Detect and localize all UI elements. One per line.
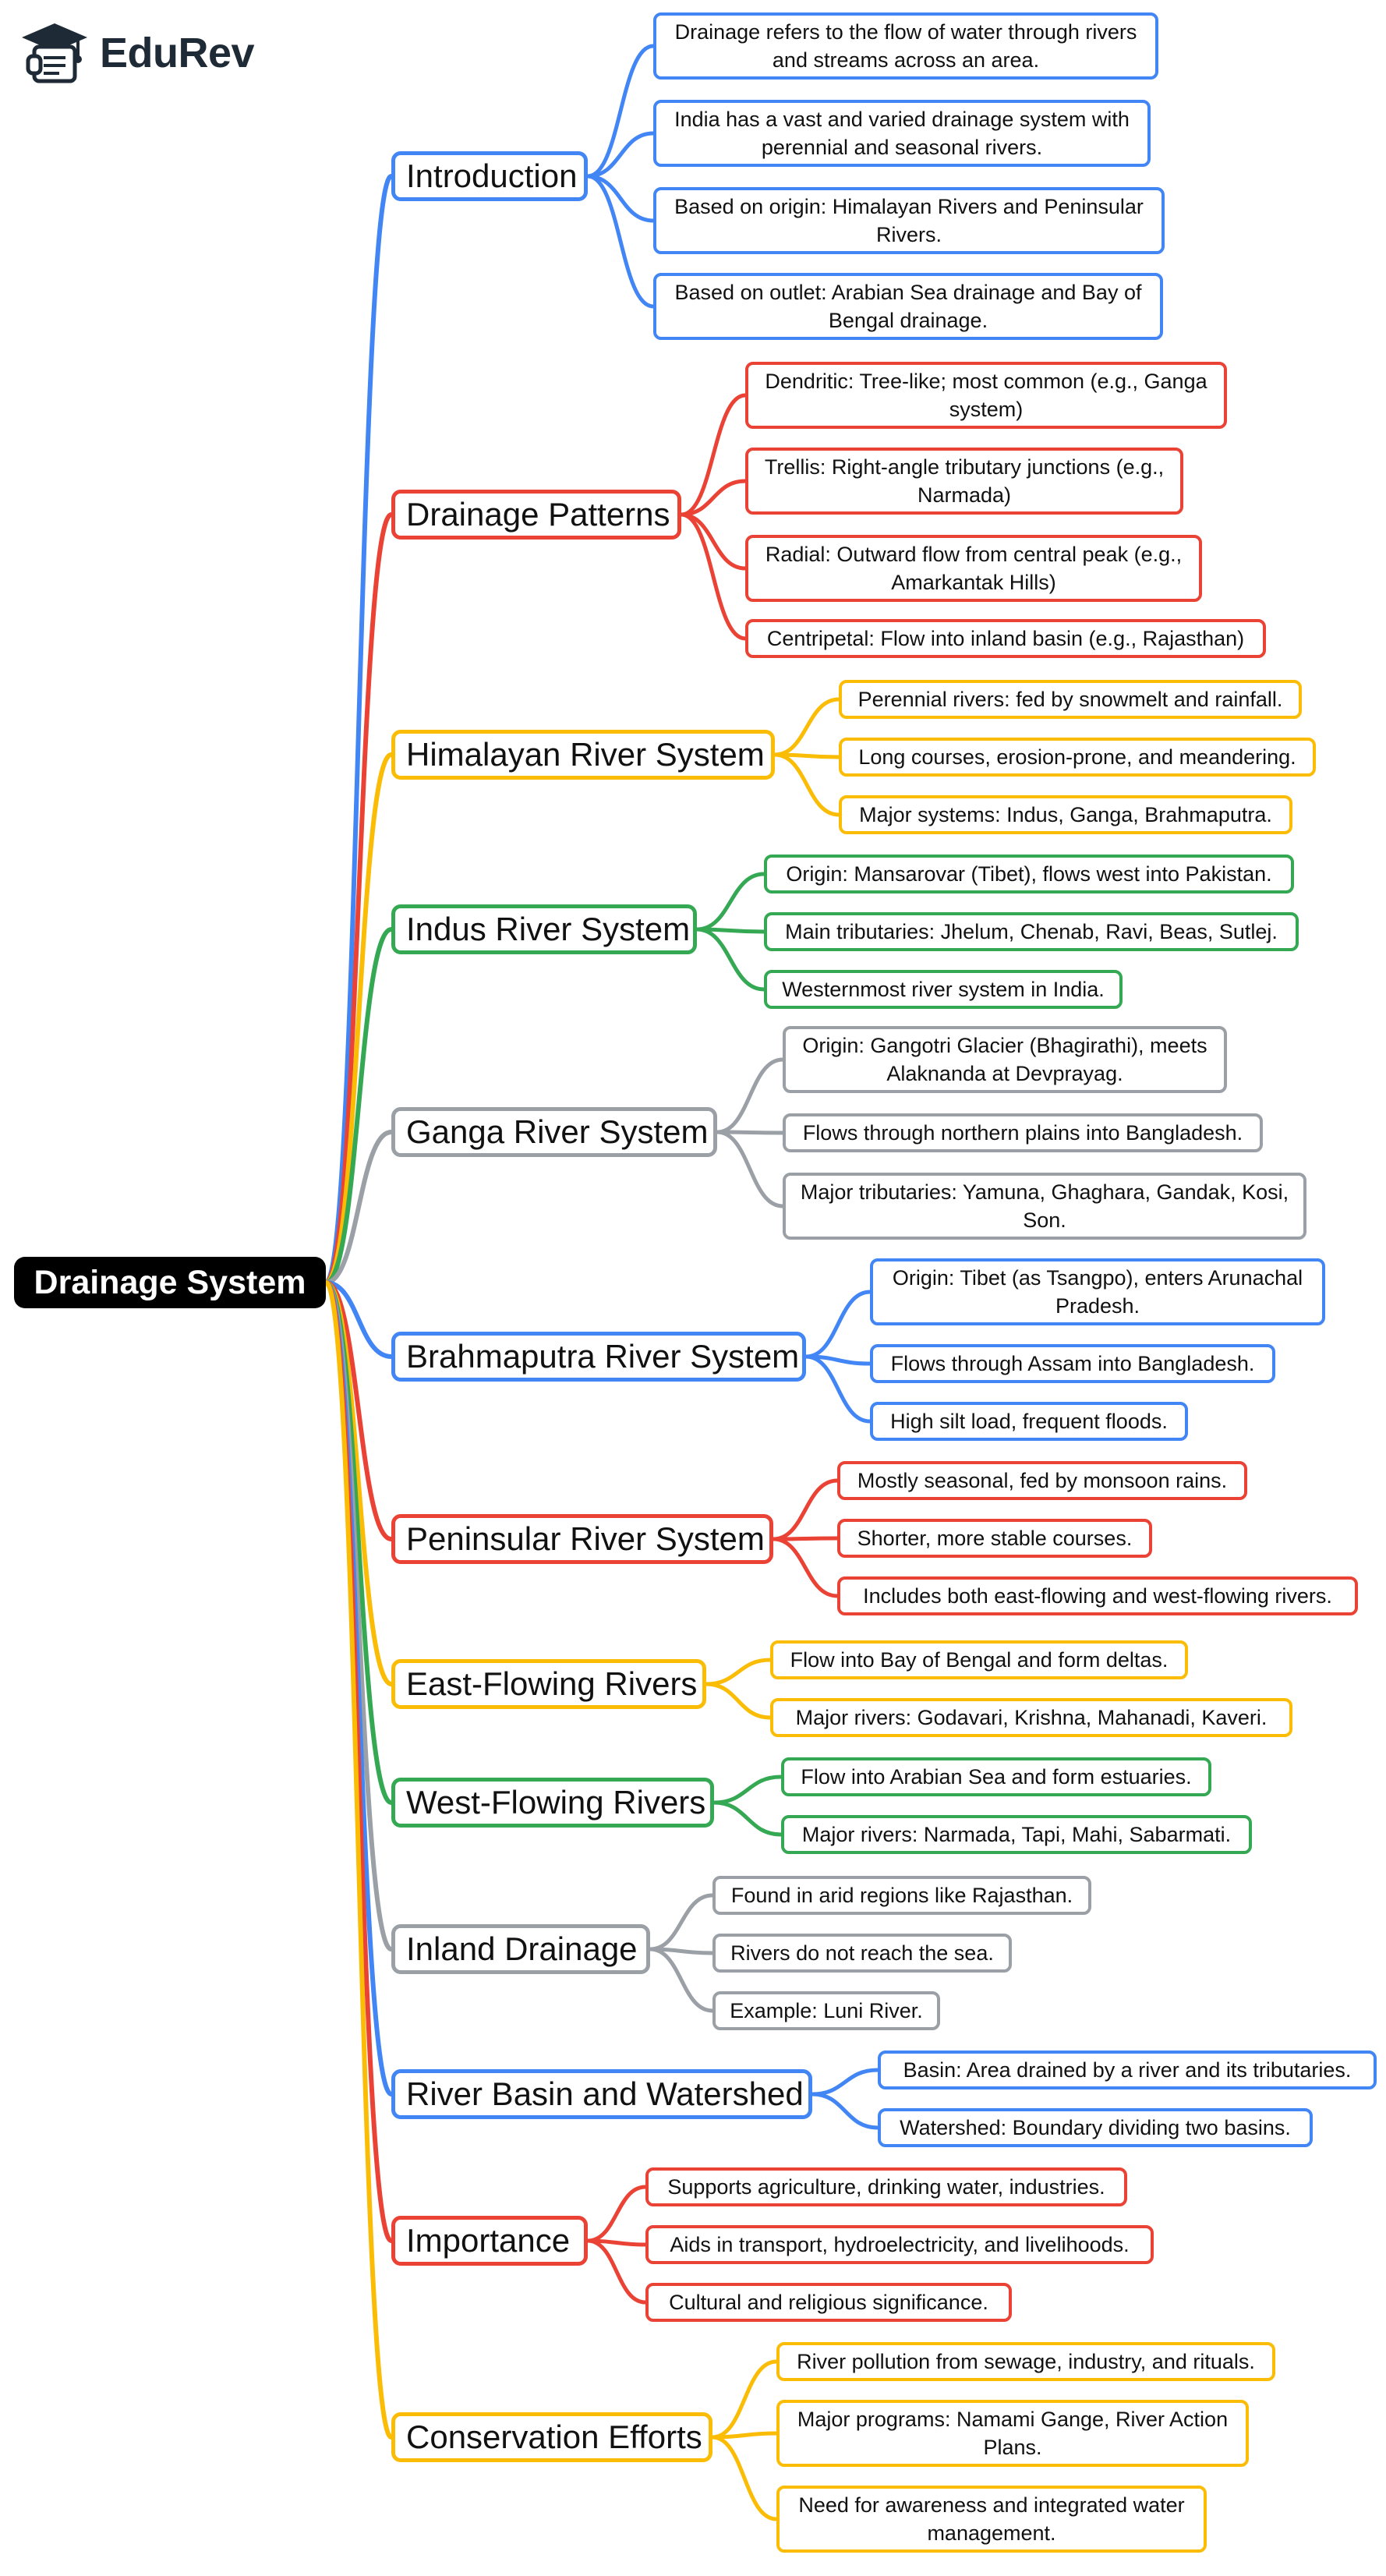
root-node-drainage-system: Drainage System (14, 1257, 326, 1308)
leaf-connector-east-flowing-rivers-2 (704, 1682, 773, 1720)
root-connector-himalayan-river-system (324, 752, 394, 1285)
leaf-conservation-efforts-2: Major programs: Namami Gange, River Acti… (776, 2400, 1249, 2467)
leaf-brahmaputra-river-system-1: Origin: Tibet (as Tsangpo), enters Aruna… (870, 1258, 1325, 1325)
leaf-connector-ganga-river-system-1 (715, 1057, 785, 1134)
root-connector-ganga-river-system (324, 1130, 394, 1285)
branch-inland-drainage: Inland Drainage (391, 1924, 650, 1974)
branch-ganga-river-system: Ganga River System (391, 1107, 717, 1157)
leaf-connector-introduction-2 (585, 131, 656, 179)
leaf-brahmaputra-river-system-2: Flows through Assam into Bangladesh. (870, 1344, 1275, 1383)
leaf-drainage-patterns-4: Centripetal: Flow into inland basin (e.g… (745, 619, 1266, 658)
leaf-west-flowing-rivers-1: Flow into Arabian Sea and form estuaries… (781, 1757, 1211, 1796)
branch-east-flowing-rivers: East-Flowing Rivers (391, 1659, 706, 1709)
leaf-himalayan-river-system-2: Long courses, erosion-prone, and meander… (839, 738, 1316, 777)
root-connector-drainage-patterns (324, 512, 394, 1285)
leaf-drainage-patterns-2: Trellis: Right-angle tributary junctions… (745, 448, 1183, 515)
leaf-drainage-patterns-3: Radial: Outward flow from central peak (… (745, 535, 1202, 602)
leaf-connector-river-basin-and-watershed-2 (810, 2092, 880, 2130)
edurev-logo[interactable]: EduRev (20, 20, 255, 86)
root-connector-indus-river-system (324, 927, 394, 1285)
leaf-connector-peninsular-river-system-3 (771, 1537, 840, 1598)
branch-brahmaputra-river-system: Brahmaputra River System (391, 1332, 806, 1382)
graduation-cap-scroll-icon (22, 23, 87, 83)
branch-peninsular-river-system: Peninsular River System (391, 1514, 773, 1564)
logo-text: EduRev (100, 30, 255, 76)
leaf-connector-inland-drainage-3 (648, 1947, 715, 2013)
leaf-ganga-river-system-3: Major tributaries: Yamuna, Ghaghara, Gan… (783, 1173, 1306, 1240)
leaf-drainage-patterns-1: Dendritic: Tree-like; most common (e.g.,… (745, 362, 1227, 429)
leaf-connector-drainage-patterns-4 (679, 512, 748, 641)
leaf-connector-ganga-river-system-3 (715, 1130, 785, 1208)
leaf-connector-himalayan-river-system-3 (773, 752, 841, 817)
leaf-inland-drainage-3: Example: Luni River. (712, 1991, 940, 2030)
root-connector-conservation-efforts (324, 1280, 394, 2440)
leaf-importance-2: Aids in transport, hydroelectricity, and… (645, 2225, 1154, 2264)
leaf-connector-drainage-patterns-3 (679, 512, 748, 571)
leaf-indus-river-system-2: Main tributaries: Jhelum, Chenab, Ravi, … (764, 912, 1299, 951)
leaf-brahmaputra-river-system-3: High silt load, frequent floods. (870, 1402, 1188, 1441)
leaf-connector-importance-3 (585, 2238, 648, 2305)
leaf-connector-indus-river-system-1 (695, 872, 766, 932)
branch-importance: Importance (391, 2216, 588, 2266)
leaf-connector-east-flowing-rivers-1 (704, 1658, 773, 1686)
branch-river-basin-and-watershed: River Basin and Watershed (391, 2069, 812, 2119)
leaf-introduction-1: Drainage refers to the flow of water thr… (653, 12, 1158, 80)
branch-himalayan-river-system: Himalayan River System (391, 730, 775, 780)
leaf-connector-introduction-1 (585, 44, 656, 179)
leaf-connector-drainage-patterns-1 (679, 393, 748, 517)
leaf-connector-introduction-3 (585, 174, 656, 223)
leaf-east-flowing-rivers-2: Major rivers: Godavari, Krishna, Mahanad… (770, 1698, 1292, 1737)
leaf-peninsular-river-system-2: Shorter, more stable courses. (837, 1519, 1152, 1558)
leaf-introduction-3: Based on origin: Himalayan Rivers and Pe… (653, 187, 1165, 254)
leaf-connector-importance-1 (585, 2185, 648, 2243)
leaf-east-flowing-rivers-1: Flow into Bay of Bengal and form deltas. (770, 1640, 1188, 1679)
leaf-ganga-river-system-2: Flows through northern plains into Bangl… (783, 1113, 1263, 1152)
branch-conservation-efforts: Conservation Efforts (391, 2412, 712, 2462)
leaf-conservation-efforts-1: River pollution from sewage, industry, a… (776, 2342, 1275, 2381)
leaf-indus-river-system-3: Westernmost river system in India. (764, 970, 1123, 1009)
leaf-ganga-river-system-1: Origin: Gangotri Glacier (Bhagirathi), m… (783, 1026, 1227, 1093)
leaf-connector-himalayan-river-system-1 (773, 697, 841, 757)
leaf-connector-river-basin-and-watershed-1 (810, 2068, 880, 2097)
leaf-connector-west-flowing-rivers-2 (712, 1800, 783, 1837)
leaf-peninsular-river-system-3: Includes both east-flowing and west-flow… (837, 1576, 1358, 1615)
leaf-connector-conservation-efforts-1 (710, 2359, 779, 2440)
branch-indus-river-system: Indus River System (391, 904, 697, 954)
leaf-introduction-2: India has a vast and varied drainage sys… (653, 100, 1151, 167)
leaf-connector-indus-river-system-3 (695, 927, 766, 992)
leaf-connector-brahmaputra-river-system-1 (804, 1290, 872, 1359)
leaf-importance-3: Cultural and religious significance. (645, 2283, 1012, 2322)
leaf-connector-brahmaputra-river-system-3 (804, 1354, 872, 1424)
leaf-indus-river-system-1: Origin: Mansarovar (Tibet), flows west i… (764, 855, 1294, 893)
branch-introduction: Introduction (391, 151, 588, 201)
leaf-connector-inland-drainage-1 (648, 1893, 715, 1951)
leaf-river-basin-and-watershed-2: Watershed: Boundary dividing two basins. (878, 2108, 1313, 2147)
leaf-peninsular-river-system-1: Mostly seasonal, fed by monsoon rains. (837, 1461, 1247, 1500)
leaf-connector-conservation-efforts-3 (710, 2435, 779, 2521)
branch-drainage-patterns: Drainage Patterns (391, 490, 681, 540)
leaf-connector-introduction-4 (585, 174, 656, 309)
leaf-connector-conservation-efforts-2 (710, 2431, 779, 2440)
root-connector-brahmaputra-river-system (324, 1280, 394, 1359)
leaf-importance-1: Supports agriculture, drinking water, in… (645, 2167, 1127, 2206)
leaf-river-basin-and-watershed-1: Basin: Area drained by a river and its t… (878, 2051, 1377, 2089)
leaf-inland-drainage-2: Rivers do not reach the sea. (712, 1934, 1012, 1973)
leaf-himalayan-river-system-3: Major systems: Indus, Ganga, Brahmaputra… (839, 795, 1292, 834)
branch-west-flowing-rivers: West-Flowing Rivers (391, 1778, 714, 1828)
leaf-inland-drainage-1: Found in arid regions like Rajasthan. (712, 1876, 1091, 1915)
leaf-connector-drainage-patterns-2 (679, 479, 748, 517)
leaf-connector-peninsular-river-system-1 (771, 1478, 840, 1541)
leaf-introduction-4: Based on outlet: Arabian Sea drainage an… (653, 273, 1163, 340)
leaf-west-flowing-rivers-2: Major rivers: Narmada, Tapi, Mahi, Sabar… (781, 1815, 1252, 1854)
leaf-connector-west-flowing-rivers-1 (712, 1775, 783, 1805)
leaf-conservation-efforts-3: Need for awareness and integrated water … (776, 2486, 1207, 2553)
leaf-himalayan-river-system-1: Perennial rivers: fed by snowmelt and ra… (839, 680, 1302, 719)
